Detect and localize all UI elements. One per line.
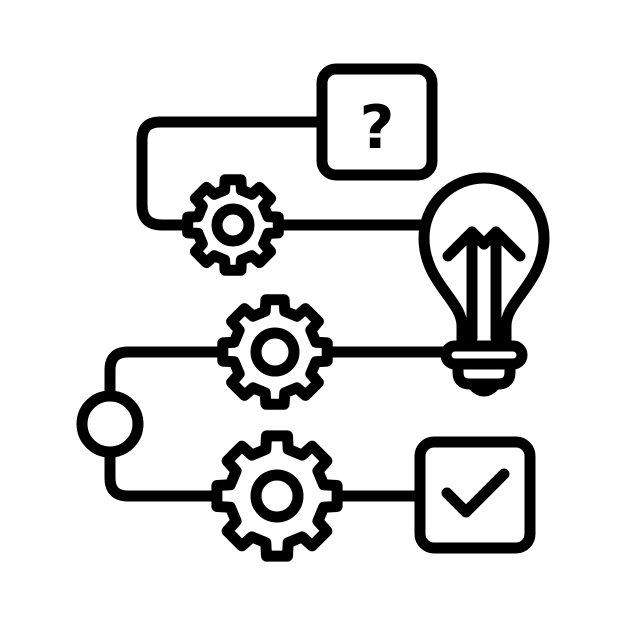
bulb-glass [418, 172, 550, 352]
start-node-icon [76, 390, 144, 458]
bulb-arrow-right-head [478, 226, 526, 262]
question-mark-icon: ? [360, 93, 395, 163]
gear-teeth [211, 430, 343, 562]
connector-gear-2-to-start-node [104, 346, 228, 402]
gear-icon [211, 430, 343, 562]
gear-icon [217, 294, 333, 410]
connector-question-to-gear-1 [136, 116, 328, 231]
question-box: ? [316, 63, 438, 181]
check-box [414, 436, 536, 554]
light-bulb-icon [418, 172, 550, 397]
bulb-base-ring-1 [440, 340, 528, 370]
bulb-tip [466, 378, 502, 397]
bulb-arrow-left-head [442, 226, 490, 262]
gear-hole [211, 203, 255, 247]
connector-lines [104, 116, 452, 502]
check-box-frame [414, 436, 536, 554]
gear-icon [182, 174, 284, 276]
bulb-base-ring-2 [452, 358, 516, 390]
gear-hole [250, 327, 300, 377]
gear-hole [250, 469, 304, 523]
gear-teeth [182, 174, 284, 276]
gear-teeth [217, 294, 333, 410]
question-box-frame [316, 63, 438, 181]
connector-start-node-to-gear-3 [104, 446, 222, 502]
checkmark-icon [441, 468, 510, 518]
